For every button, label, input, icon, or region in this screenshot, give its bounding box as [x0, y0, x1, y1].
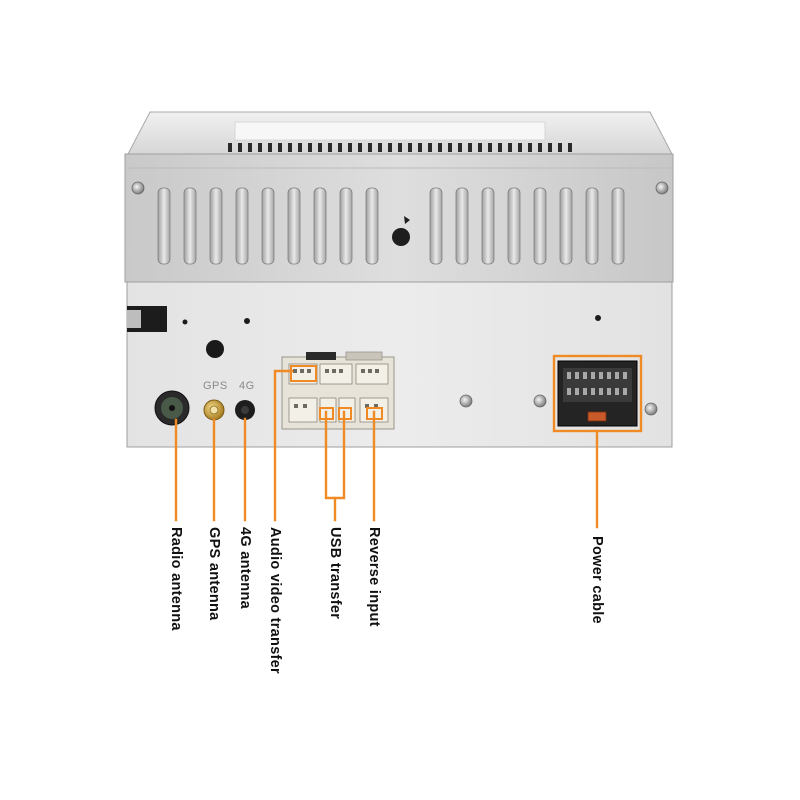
screw-icon	[131, 181, 145, 195]
panel-hole	[206, 340, 224, 358]
callout-lines	[174, 354, 643, 529]
fourg-port-text: 4G	[239, 380, 255, 392]
label-reverse-input: Reverse input	[366, 527, 382, 627]
label-radio-antenna: Radio antenna	[168, 527, 184, 631]
label-4g-antenna: 4G antenna	[237, 527, 253, 609]
screw-icon	[644, 402, 658, 416]
round-jack-icon	[154, 390, 190, 426]
screw-icon	[533, 394, 547, 408]
gps-port-text: GPS	[203, 380, 228, 392]
sma-connector-icon	[203, 399, 225, 421]
fuse	[587, 411, 607, 422]
top-vent-slots	[228, 143, 572, 152]
power-connector	[557, 360, 638, 427]
round-jack-icon	[235, 400, 255, 420]
screw-icon	[459, 394, 473, 408]
callout-port-boxes	[290, 365, 383, 420]
label-audio-video-transfer: Audio video transfer	[267, 527, 283, 674]
label-gps-antenna: GPS antenna	[206, 527, 222, 621]
label-power-cable: Power cable	[589, 536, 605, 624]
callout-audio-video	[273, 369, 294, 522]
center-mounting-hole	[392, 228, 410, 246]
vent-slots-left	[157, 187, 379, 265]
vent-slots-right	[429, 187, 625, 265]
screw-icon	[655, 181, 669, 195]
label-usb-transfer: USB transfer	[327, 527, 343, 620]
top-label-sticker	[234, 121, 546, 141]
